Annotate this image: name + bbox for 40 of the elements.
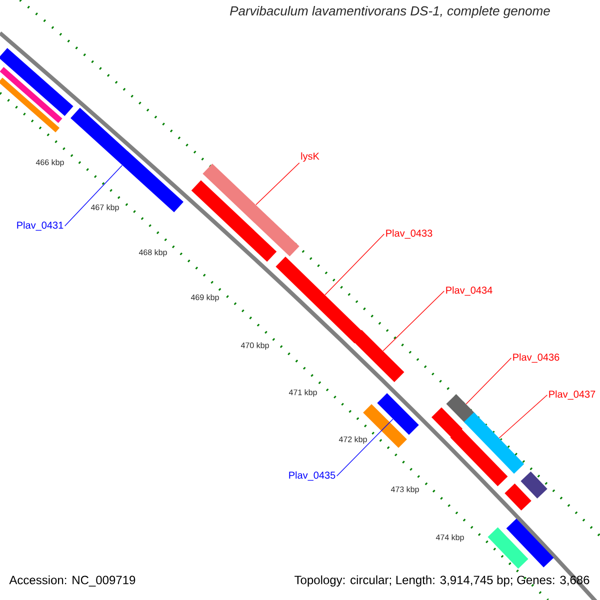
gene-bar (191, 180, 277, 262)
gene-bar (0, 67, 62, 123)
gene-bar (202, 164, 300, 256)
gene-label: Plav_0435 (289, 471, 336, 481)
gene-bar (450, 428, 508, 486)
leader-line (256, 162, 300, 206)
gene-bar (520, 472, 548, 499)
scale-label: 470 kbp (240, 342, 269, 350)
leader-line (498, 394, 548, 438)
gene-bar (446, 394, 476, 424)
gene-label: lysK (301, 152, 320, 162)
gene-label: Plav_0431 (17, 221, 64, 231)
leader-line (336, 418, 394, 476)
scale-label: 471 kbp (288, 389, 317, 397)
gene-label: Plav_0436 (513, 353, 560, 363)
leader-line (324, 234, 385, 296)
footer-text: Accession: NC_009719 (9, 575, 136, 587)
scale-label: 469 kbp (190, 294, 219, 302)
gene-bar (70, 108, 184, 212)
gene-label: Plav_0434 (446, 286, 492, 296)
scale-label: 467 kbp (90, 204, 119, 212)
footer-text: Topology: circular; Length: 3,914,745 bp; Genes: 3,686 (294, 575, 590, 587)
gene-bar (0, 48, 74, 116)
leader-line (466, 358, 512, 404)
gene-label: Plav_0437 (549, 390, 596, 400)
scale-label: 473 kbp (390, 486, 419, 494)
scale-label: 472 kbp (338, 436, 367, 444)
gene-bar (504, 484, 532, 510)
gene-bar (432, 407, 462, 439)
gene-bar (464, 412, 524, 474)
title: Parvibaculum lavamentivorans DS-1, complete genome (230, 6, 550, 18)
gene-label: Plav_0433 (386, 229, 432, 239)
gene-bar (506, 518, 554, 568)
leader-line (64, 164, 122, 226)
gene-bar (377, 393, 419, 435)
scale-label: 474 kbp (436, 534, 464, 542)
leader-line (382, 290, 445, 352)
scale-label: 468 kbp (138, 249, 167, 257)
gene-bar (0, 78, 60, 132)
gene-bar (488, 527, 528, 569)
